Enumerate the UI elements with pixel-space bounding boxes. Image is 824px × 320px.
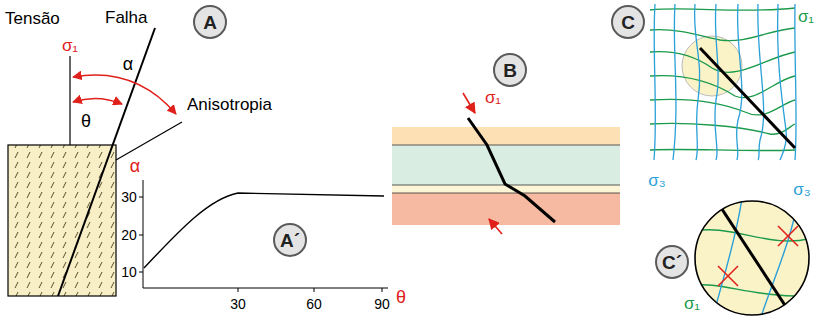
panel-letter: C (621, 13, 635, 32)
tick (382, 288, 383, 292)
panel-badge: C´ (655, 245, 689, 279)
tick (238, 288, 239, 292)
layer-contact (392, 145, 620, 146)
trajectory (690, 230, 812, 241)
trajectory (758, 4, 764, 160)
sigma1-trajectories (650, 8, 795, 151)
trajectory (650, 28, 795, 41)
fault-label: Falha (104, 9, 149, 26)
anisotropic-block (8, 145, 116, 296)
angle-symbol: α (122, 55, 134, 73)
trajectory (650, 8, 795, 10)
panel-letter: A (203, 13, 217, 32)
fault-line (716, 200, 792, 316)
tick-label: 30 (120, 190, 138, 204)
zoom-circle (682, 36, 742, 96)
tick-label: 30 (229, 297, 247, 311)
layer (392, 145, 620, 185)
angle-symbol: θ (80, 112, 92, 130)
cross-stroke (718, 266, 738, 286)
sigma3-trajectories (654, 4, 796, 160)
stress-symbol: σ₁ (61, 37, 79, 54)
stress-symbol: σ₃ (792, 181, 811, 198)
zoom-outline (695, 201, 809, 315)
cross-stroke (778, 226, 798, 246)
tick (139, 272, 143, 273)
alpha-theta-curve (144, 193, 384, 268)
alpha-arc (73, 75, 176, 114)
trajectory (760, 198, 798, 320)
trajectory (650, 99, 795, 115)
anisotropy-label: Anisotropia (186, 96, 273, 113)
axis-title: α (129, 157, 141, 175)
trajectory (695, 4, 700, 160)
stress-symbol: σ₃ (647, 172, 666, 189)
stress-symbol: σ₁ (797, 8, 815, 25)
panel-badge: B (493, 53, 527, 87)
axis-title: θ (395, 288, 407, 306)
trajectory (795, 4, 796, 160)
cross-stroke (778, 226, 798, 246)
panel-badge: A (193, 5, 227, 39)
trajectory (715, 4, 718, 160)
cross-stroke (718, 266, 738, 286)
stress-arrow (463, 93, 475, 113)
axis-title: Tensão (4, 10, 61, 27)
panel-letter: A´ (280, 231, 300, 250)
anisotropy-leader (116, 122, 182, 160)
trajectory (650, 76, 795, 98)
trajectory (673, 4, 676, 160)
panel-badge: A´ (273, 223, 307, 257)
tick (139, 197, 143, 198)
layer (392, 193, 620, 225)
zoom-circle (695, 201, 809, 315)
theta-arc (73, 98, 122, 104)
layer-contact (392, 193, 620, 194)
intersection-marks (718, 226, 798, 286)
stress-symbol: σ₁ (683, 295, 701, 312)
stress-symbol: σ₁ (484, 89, 502, 106)
refracted-fault (468, 118, 555, 222)
fault-line (58, 28, 155, 296)
x-axis (143, 288, 388, 289)
tick (314, 288, 315, 292)
trajectory (737, 4, 742, 160)
panel-letter: C´ (662, 253, 682, 272)
tick-label: 20 (120, 228, 138, 242)
zoom-content (690, 198, 812, 320)
tick-label: 60 (305, 297, 323, 311)
layer (392, 127, 620, 145)
stress-arrow (489, 219, 502, 234)
trajectory (650, 52, 795, 73)
tick (139, 235, 143, 236)
trajectory (654, 4, 655, 160)
panel-badge: C (611, 5, 645, 39)
stress-axis (69, 56, 70, 145)
panel-letter: B (503, 61, 517, 80)
trajectory (650, 149, 795, 150)
fault-line (700, 48, 795, 148)
tick-label: 90 (373, 297, 391, 311)
tick-label: 10 (120, 265, 138, 279)
